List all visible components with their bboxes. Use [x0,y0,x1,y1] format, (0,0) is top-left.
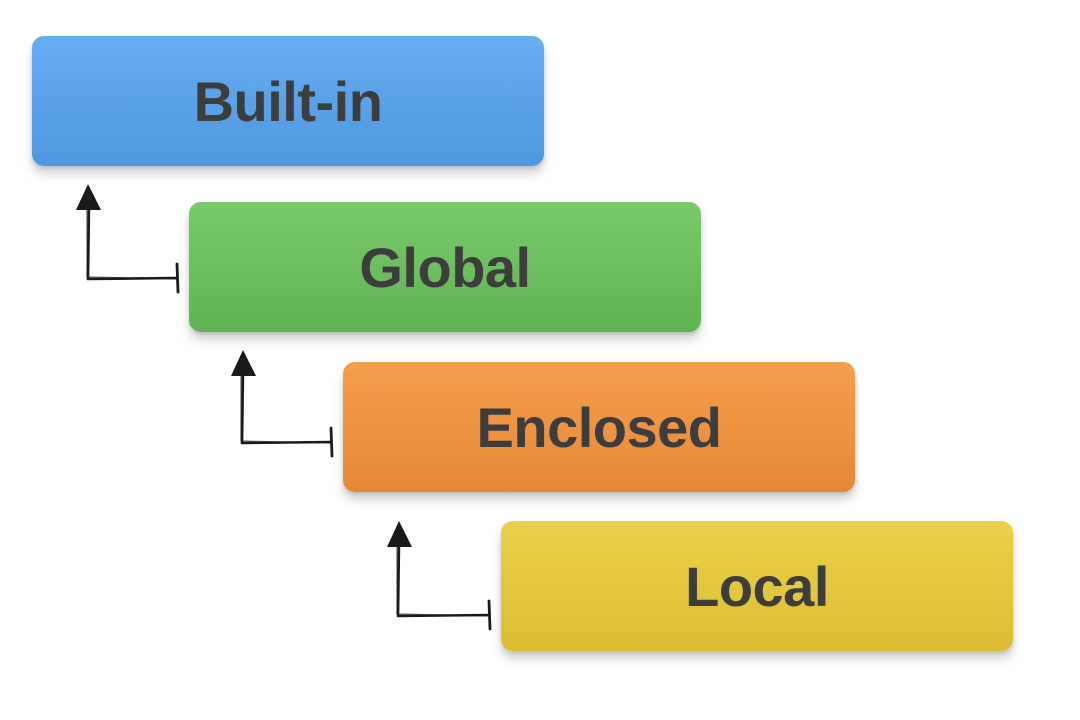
scope-label-enclosed: Enclosed [476,395,722,459]
up-arrow-icon [231,350,256,376]
up-arrow-icon [387,521,412,547]
scope-label-builtin: Built-in [193,69,383,133]
connector-enclosed-to-global [231,350,334,458]
scope-label-local: Local [685,554,829,618]
connector-global-to-builtin [76,184,180,294]
scope-label-global: Global [359,235,531,299]
scope-box-global: Global [189,202,701,332]
scope-box-builtin: Built-in [32,36,544,166]
scope-box-enclosed: Enclosed [343,362,855,492]
scope-box-local: Local [501,521,1013,651]
connector-local-to-enclosed [387,521,492,631]
up-arrow-icon [76,184,101,210]
